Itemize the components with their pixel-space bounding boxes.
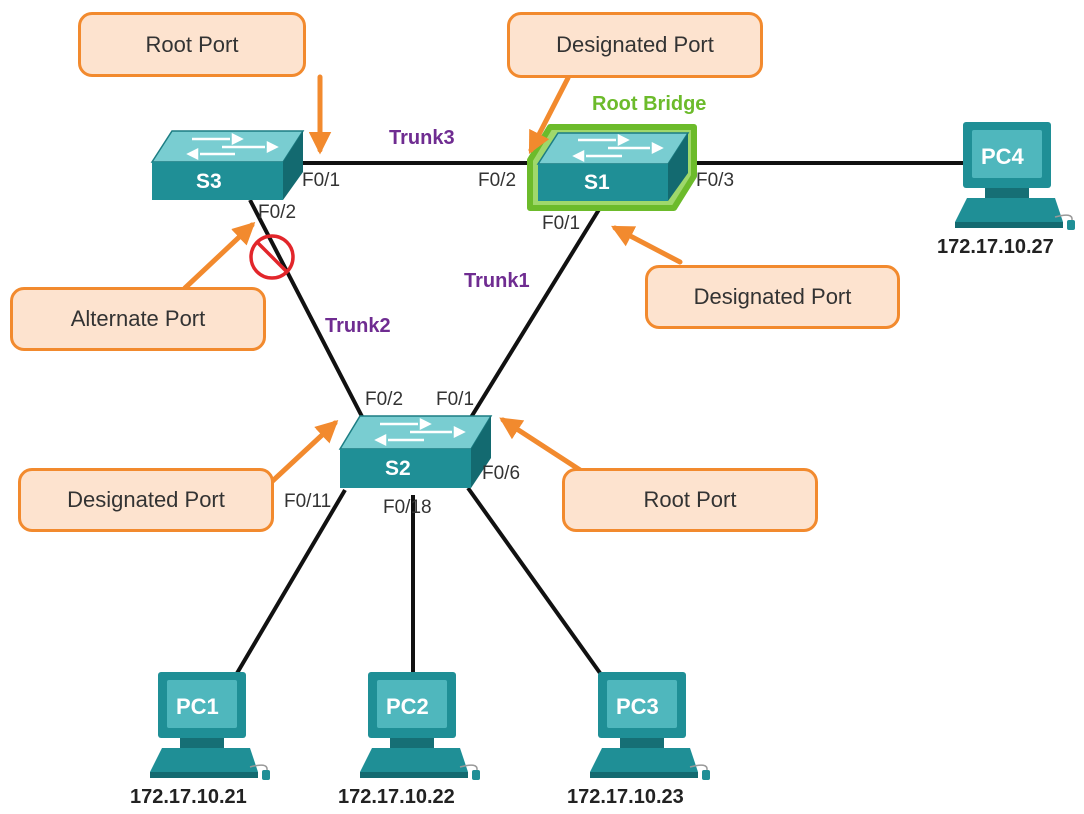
pc1-computer-icon[interactable] [150,672,270,780]
trunk2-label: Trunk2 [325,315,391,337]
s2-pc3-link [466,486,607,682]
pc3-computer-icon[interactable] [590,672,710,780]
port-s3-f02: F0/2 [258,202,297,223]
pc1-name: PC1 [176,694,219,719]
pc2-ip: 172.17.10.22 [338,786,455,808]
port-s1-f01: F0/1 [542,213,581,234]
callout-s1-f01-designated-port: Designated Port [645,265,900,329]
trunk1-label: Trunk1 [464,270,530,292]
pc1-ip: 172.17.10.21 [130,786,247,808]
port-s2-f01: F0/1 [436,389,475,410]
pc4-name: PC4 [981,144,1024,169]
arrow-s1-designated-port [528,75,571,155]
port-s1-f02: F0/2 [478,170,517,191]
switch-s2-label: S2 [385,457,411,480]
callout-s2-designated-port: Designated Port [18,468,274,532]
switch-arrows-icon [572,133,664,163]
switch-s3[interactable] [150,130,305,200]
port-s1-f03: F0/3 [696,170,735,191]
root-bridge-label: Root Bridge [592,93,707,115]
callout-s3-alternate-port: Alternate Port [10,287,266,351]
pc4-computer-icon[interactable] [955,122,1075,230]
s2-pc1-link [231,488,347,682]
port-s2-f06: F0/6 [482,463,521,484]
trunk2-link [248,199,372,433]
callout-s1-designated-port: Designated Port [507,12,763,78]
port-s2-f011: F0/11 [284,491,332,512]
pc2-computer-icon[interactable] [360,672,480,780]
trunk3-label: Trunk3 [389,127,455,149]
callout-s2-root-port: Root Port [562,468,818,532]
switch-s1-label: S1 [584,171,610,194]
pc3-ip: 172.17.10.23 [567,786,684,808]
arrow-s1-f01-designated-port [611,225,683,265]
switch-s2[interactable] [338,415,493,488]
arrow-s3-alternate-port [182,221,256,291]
port-s2-f02: F0/2 [365,389,404,410]
pc3-name: PC3 [616,694,659,719]
trunk1-link [460,201,605,434]
callout-s3-root-port: Root Port [78,12,306,77]
arrow-s2-root-port [499,417,583,473]
arrow-s2-designated-port [262,419,339,491]
port-s3-f01: F0/1 [302,170,341,191]
switch-s3-label: S3 [196,170,222,193]
pc2-name: PC2 [386,694,429,719]
switch-s1[interactable] [527,124,697,211]
port-s2-f018: F0/18 [383,497,432,518]
switch-arrows-icon [186,132,279,161]
blocked-port-icon [249,234,295,280]
pc4-ip: 172.17.10.27 [937,236,1054,258]
switch-arrows-icon [374,417,466,447]
